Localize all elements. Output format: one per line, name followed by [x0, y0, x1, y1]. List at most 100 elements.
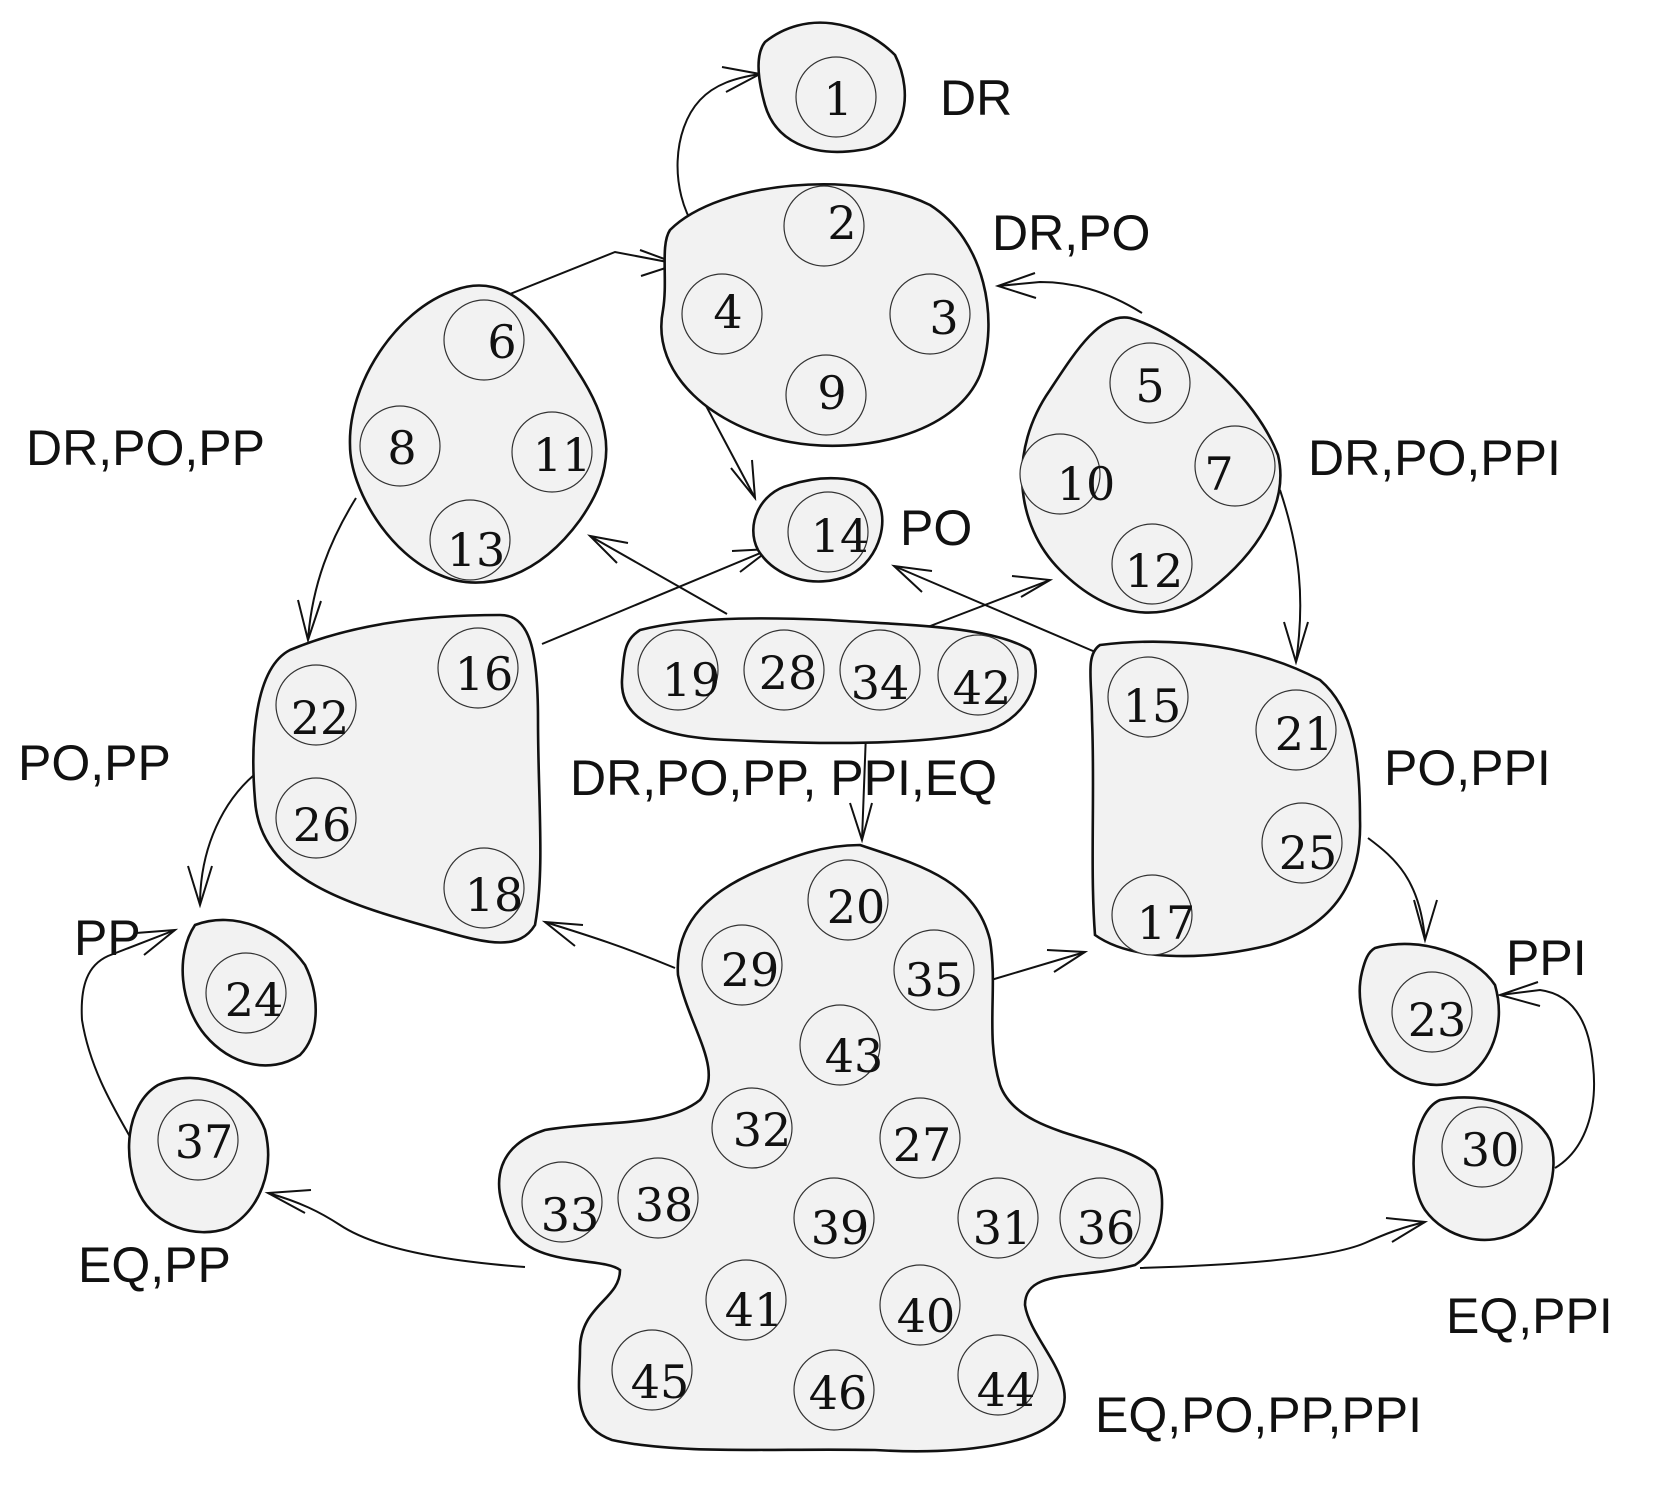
node-2: 2 — [783, 185, 865, 267]
svg-text:13: 13 — [447, 523, 506, 577]
node-3: 3 — [889, 273, 971, 355]
label-eq-ppi: EQ,PPI — [1446, 1288, 1613, 1344]
edge-po-ppi-to-po — [891, 564, 1101, 655]
nodes: 1 2 4 3 9 6 8 11 13 5 10 7 12 14 19 28 3… — [157, 56, 1523, 1431]
node-6: 6 — [443, 299, 525, 381]
node-44: 44 — [957, 1334, 1039, 1417]
node-39: 39 — [793, 1177, 875, 1259]
node-25: 25 — [1261, 802, 1343, 884]
svg-text:35: 35 — [905, 953, 964, 1007]
svg-text:10: 10 — [1057, 457, 1116, 511]
node-1: 1 — [795, 56, 877, 138]
node-17: 17 — [1111, 874, 1195, 956]
group-outline-dr-po — [660, 182, 990, 448]
node-12: 12 — [1111, 523, 1193, 605]
node-4: 4 — [681, 273, 763, 355]
label-dr-po: DR,PO — [992, 205, 1150, 261]
svg-text:2: 2 — [827, 196, 856, 250]
edge-eq-po-pp-ppi-to-eq-ppi — [1139, 1217, 1429, 1269]
label-po-ppi: PO,PPI — [1384, 740, 1551, 796]
label-eq-pp: EQ,PP — [78, 1237, 231, 1293]
node-20: 20 — [807, 859, 889, 941]
svg-text:43: 43 — [825, 1029, 884, 1083]
edge-dr-po-pp-to-po-pp — [297, 497, 357, 644]
edge-dr-po-pp-to-dr-po — [504, 249, 682, 297]
edge-dr-po-ppi-to-po-ppi — [1279, 489, 1309, 666]
edge-all-to-dr-po-pp — [587, 534, 728, 615]
svg-text:1: 1 — [823, 72, 852, 126]
edge-dr-po-ppi-to-dr-po — [994, 272, 1143, 314]
edge-eq-pp-to-pp — [80, 928, 179, 1143]
svg-text:34: 34 — [851, 656, 910, 710]
edge-eq-po-pp-ppi-to-po-pp — [541, 920, 676, 969]
node-31: 31 — [957, 1177, 1039, 1259]
group-labels: DR DR,PO DR,PO,PP DR,PO,PPI PO DR,PO,PP,… — [18, 70, 1613, 1443]
svg-text:22: 22 — [291, 691, 350, 745]
node-26: 26 — [275, 777, 357, 859]
node-21: 21 — [1255, 689, 1337, 771]
edge-all-to-dr-po-ppi — [924, 575, 1054, 629]
svg-text:6: 6 — [487, 315, 516, 369]
node-38: 38 — [617, 1157, 699, 1239]
svg-text:40: 40 — [897, 1289, 956, 1343]
node-10: 10 — [1019, 433, 1116, 515]
svg-text:5: 5 — [1135, 359, 1164, 413]
node-42: 42 — [937, 634, 1019, 716]
svg-text:21: 21 — [1275, 707, 1334, 761]
label-dr-po-ppi: DR,PO,PPI — [1308, 430, 1561, 486]
node-36: 36 — [1059, 1177, 1141, 1259]
node-24: 24 — [205, 952, 287, 1034]
node-37: 37 — [157, 1099, 239, 1181]
edge-eq-po-pp-ppi-to-eq-pp — [264, 1189, 526, 1268]
svg-text:41: 41 — [725, 1283, 784, 1337]
node-43: 43 — [799, 1004, 884, 1086]
label-dr-po-pp-ppi-eq: DR,PO,PP, PPI,EQ — [570, 750, 997, 806]
svg-text:42: 42 — [953, 661, 1012, 715]
edges — [80, 66, 1596, 1269]
group-outline-dr-po-pp — [348, 284, 608, 584]
svg-text:15: 15 — [1123, 679, 1182, 733]
svg-text:29: 29 — [721, 943, 780, 997]
svg-text:16: 16 — [455, 647, 514, 701]
svg-text:32: 32 — [733, 1103, 792, 1157]
node-40: 40 — [879, 1264, 961, 1346]
svg-text:30: 30 — [1461, 1123, 1520, 1177]
svg-text:19: 19 — [662, 653, 721, 707]
node-18: 18 — [443, 847, 525, 929]
group-outlines — [127, 21, 1555, 1453]
svg-text:26: 26 — [293, 798, 352, 852]
svg-text:31: 31 — [973, 1201, 1032, 1255]
svg-text:28: 28 — [759, 646, 818, 700]
node-7: 7 — [1194, 425, 1276, 507]
node-34: 34 — [839, 629, 921, 711]
node-33: 33 — [521, 1161, 603, 1243]
group-outline-dr-po-ppi — [1020, 316, 1282, 614]
svg-text:25: 25 — [1279, 826, 1338, 880]
label-po: PO — [900, 500, 972, 556]
label-dr: DR — [940, 70, 1012, 126]
node-19: 19 — [637, 629, 721, 711]
label-dr-po-pp: DR,PO,PP — [26, 420, 265, 476]
node-8: 8 — [359, 405, 441, 487]
node-11: 11 — [511, 411, 593, 493]
node-16: 16 — [437, 627, 519, 709]
label-ppi: PPI — [1506, 930, 1587, 986]
edge-po-ppi-to-ppi — [1367, 837, 1438, 944]
svg-text:23: 23 — [1408, 993, 1467, 1047]
svg-text:44: 44 — [977, 1363, 1036, 1417]
svg-text:46: 46 — [809, 1366, 868, 1420]
svg-text:11: 11 — [533, 428, 592, 482]
node-15: 15 — [1107, 656, 1189, 738]
node-9: 9 — [785, 354, 867, 436]
node-23: 23 — [1391, 971, 1473, 1053]
node-5: 5 — [1109, 342, 1191, 424]
node-14: 14 — [787, 491, 869, 573]
group-outline-eq-po-pp-ppi — [497, 843, 1164, 1453]
edge-all-to-eq-po-pp-ppi — [849, 732, 873, 844]
svg-text:3: 3 — [929, 291, 958, 345]
svg-text:12: 12 — [1125, 544, 1184, 598]
svg-text:9: 9 — [817, 366, 846, 420]
svg-text:18: 18 — [465, 868, 524, 922]
svg-text:38: 38 — [635, 1178, 694, 1232]
svg-text:27: 27 — [893, 1118, 952, 1172]
